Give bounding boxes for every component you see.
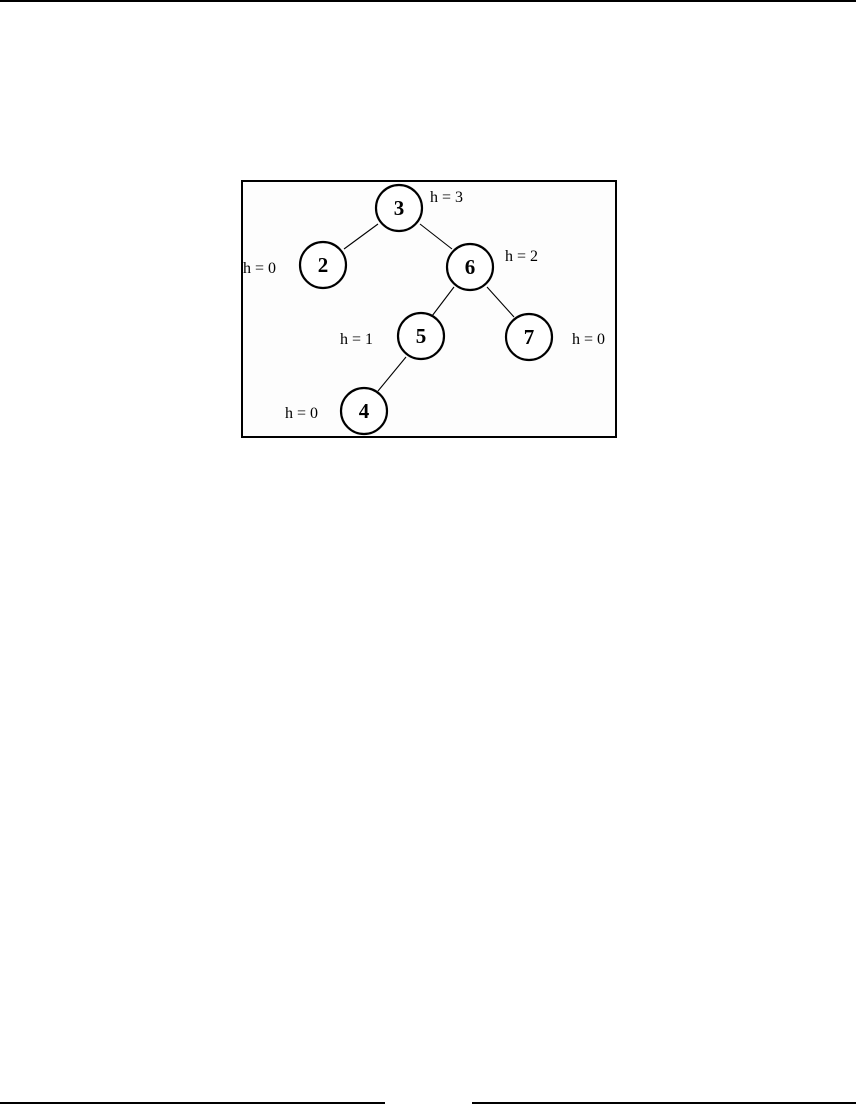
height-label-node-4: h = 0	[285, 405, 318, 422]
footer-rule-right	[472, 1102, 856, 1104]
tree-figure-frame: 3 h = 3 2 h = 0 h = 2 6 h = 2 5 h = 1 7 …	[241, 180, 617, 438]
height-label-node-7: h = 0	[572, 331, 605, 348]
tree-node-2: 2	[300, 242, 346, 288]
binary-tree-diagram: 3 h = 3 2 h = 0 h = 2 6 h = 2 5 h = 1 7 …	[243, 182, 615, 436]
edge-3-2	[344, 224, 378, 249]
height-label-node-3: h = 3	[430, 189, 463, 206]
height-label-node-2: h = 0	[243, 260, 276, 277]
node-label: 4	[359, 399, 370, 423]
height-label-node-5: h = 1	[340, 331, 373, 348]
tree-node-4: 4	[341, 388, 387, 434]
tree-node-7: 7	[506, 314, 552, 360]
node-label: 5	[416, 324, 427, 348]
node-label: 6	[465, 255, 476, 279]
node-label: 3	[394, 196, 405, 220]
top-rule	[0, 0, 856, 2]
tree-node-6: h = 2 6	[447, 244, 493, 290]
edge-5-4	[378, 357, 406, 391]
node-label: 2	[318, 253, 329, 277]
edge-6-7	[487, 287, 514, 317]
footer-rule-left	[0, 1102, 385, 1104]
tree-node-3: 3	[376, 185, 422, 231]
height-label-node-6: h = 2	[505, 248, 538, 265]
tree-node-5: 5	[398, 313, 444, 359]
node-label: 7	[524, 325, 535, 349]
edge-3-6	[420, 224, 452, 249]
edge-6-5	[432, 287, 454, 316]
